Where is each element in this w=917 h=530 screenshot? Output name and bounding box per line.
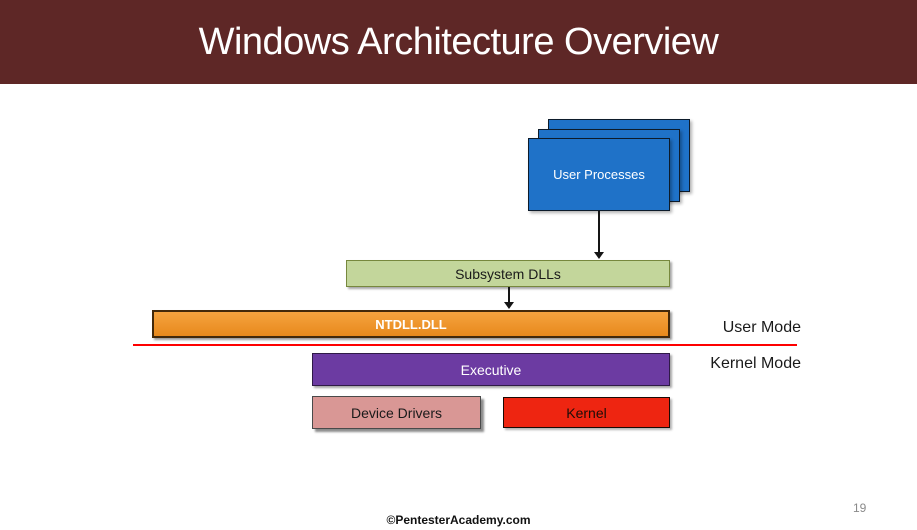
device-drivers-box: Device Drivers bbox=[312, 396, 481, 429]
user-processes-box: User Processes bbox=[528, 138, 670, 211]
footer-credit: ©PentesterAcademy.com bbox=[386, 513, 531, 527]
arrow-head bbox=[594, 252, 604, 259]
arrow-head bbox=[504, 302, 514, 309]
subsystem-dlls-box: Subsystem DLLs bbox=[346, 260, 670, 287]
kernel-mode-label: Kernel Mode bbox=[710, 355, 801, 372]
page-number: 19 bbox=[853, 501, 867, 515]
executive-box: Executive bbox=[312, 353, 670, 386]
slide-header-band: Windows Architecture Overview bbox=[0, 0, 917, 84]
kernel-box: Kernel bbox=[503, 397, 670, 428]
subsystem-dlls-label: Subsystem DLLs bbox=[455, 265, 561, 282]
kernel-label: Kernel bbox=[566, 404, 607, 421]
arrow-shaft bbox=[508, 287, 510, 303]
arrow-shaft bbox=[598, 211, 600, 253]
device-drivers-label: Device Drivers bbox=[350, 404, 442, 421]
executive-label: Executive bbox=[460, 361, 522, 378]
ntdll-label: NTDLL.DLL bbox=[375, 316, 447, 332]
page-title: Windows Architecture Overview bbox=[198, 20, 719, 63]
user-mode-label: User Mode bbox=[722, 319, 801, 336]
ntdll-box: NTDLL.DLL bbox=[152, 310, 670, 338]
user-kernel-mode-divider bbox=[133, 344, 797, 346]
user-processes-label: User Processes bbox=[553, 167, 645, 182]
